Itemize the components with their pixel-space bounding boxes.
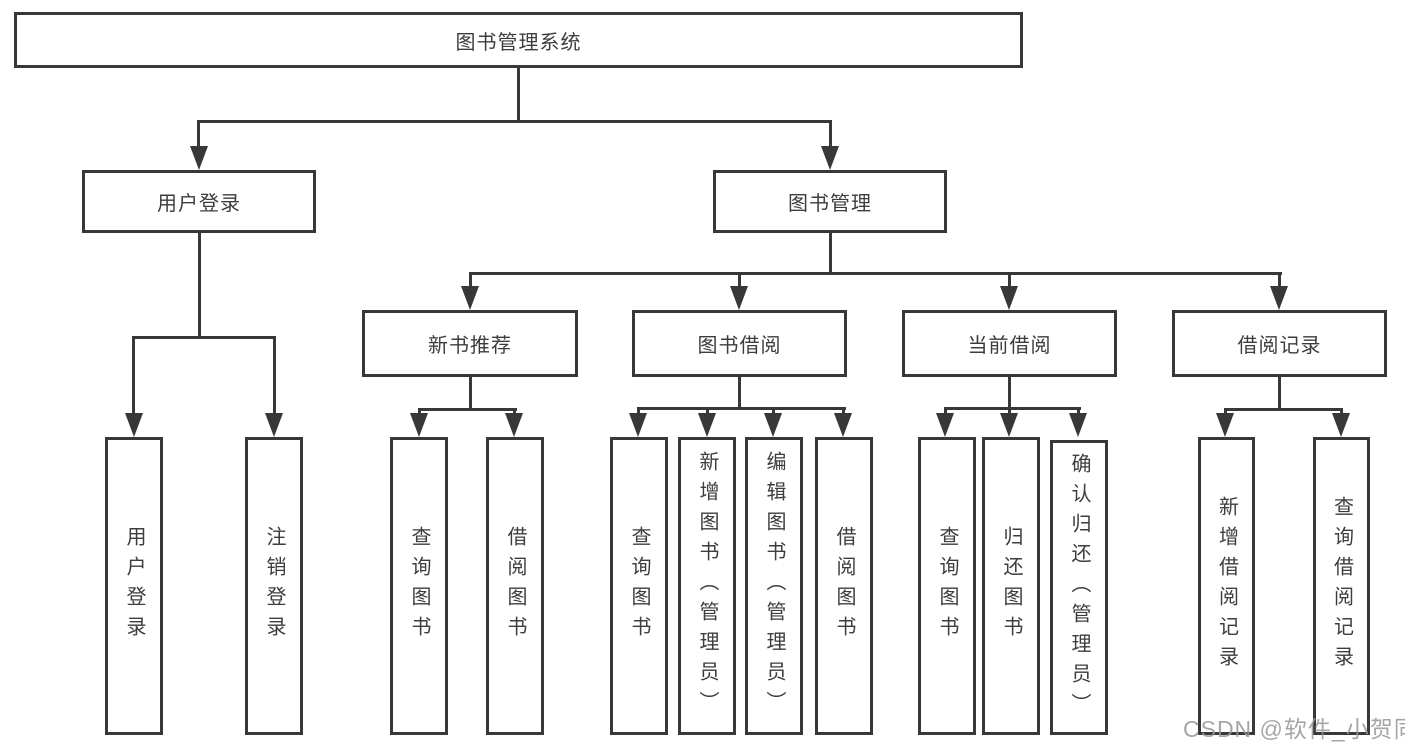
- arrowhead-down-icon: [125, 413, 143, 437]
- node-label: 借阅图书: [504, 526, 526, 646]
- node-label: 查询图书: [936, 526, 958, 646]
- connector-root-stem: [517, 68, 520, 123]
- node-user-login: 用户登录: [82, 170, 316, 233]
- leaf-logout: 注销登录: [245, 437, 303, 735]
- connector-drop-leaf: [772, 407, 775, 417]
- connector-drop-user-login: [197, 120, 200, 152]
- node-label: 注销登录: [263, 526, 285, 646]
- arrowhead-down-icon: [730, 286, 748, 310]
- connector-bookmgmt-stem: [829, 233, 832, 275]
- connector-bookborrow-stem: [738, 377, 741, 410]
- arrowhead-down-icon: [410, 413, 428, 437]
- arrowhead-down-icon: [505, 413, 523, 437]
- leaf-query-books-3: 查询图书: [918, 437, 976, 735]
- arrowhead-down-icon: [1000, 286, 1018, 310]
- node-label: 查询借阅记录: [1330, 496, 1353, 676]
- connector-currentborrow-branch: [944, 407, 1081, 410]
- arrowhead-down-icon: [1270, 286, 1288, 310]
- connector-currentborrow-stem: [1008, 377, 1011, 410]
- node-label: 用户登录: [157, 193, 241, 215]
- arrowhead-down-icon: [821, 146, 839, 170]
- node-label: 归还图书: [1000, 526, 1022, 646]
- arrowhead-down-icon: [936, 413, 954, 437]
- leaf-return-books: 归还图书: [982, 437, 1040, 735]
- node-label: 用户登录: [123, 526, 145, 646]
- connector-drop-leaf: [842, 407, 845, 417]
- leaf-user-login: 用户登录: [105, 437, 163, 735]
- node-root-system: 图书管理系统: [14, 12, 1023, 68]
- connector-drop-current-borrow: [1008, 272, 1011, 288]
- csdn-watermark: CSDN @软件_小贺同学: [1183, 716, 1405, 742]
- node-label: 图书管理: [788, 193, 872, 215]
- arrowhead-down-icon: [1000, 413, 1018, 437]
- node-borrowing-records: 借阅记录: [1172, 310, 1387, 377]
- arrowhead-down-icon: [698, 413, 716, 437]
- arrowhead-down-icon: [265, 413, 283, 437]
- leaf-add-borrow-record: 新增借阅记录: [1198, 437, 1255, 735]
- node-label: 新书推荐: [428, 335, 512, 357]
- connector-drop-new-book: [469, 272, 472, 288]
- connector-drop-leaf: [944, 407, 947, 417]
- node-label: 新增借阅记录: [1215, 496, 1238, 676]
- arrowhead-down-icon: [834, 413, 852, 437]
- node-label: 图书管理系统: [455, 31, 582, 54]
- connector-drop-leaf: [273, 336, 276, 416]
- connector-userlogin-branch: [132, 336, 276, 339]
- connector-drop-leaf: [513, 408, 516, 417]
- node-label: 查询图书: [408, 526, 430, 646]
- connector-drop-leaf: [1008, 407, 1011, 417]
- node-label: 确认归还（管理员）: [1068, 452, 1090, 723]
- connector-drop-leaf: [637, 407, 640, 417]
- leaf-edit-books-admin: 编辑图书（管理员）: [745, 437, 803, 735]
- connector-newbook-branch: [418, 408, 517, 411]
- connector-newbook-stem: [469, 377, 472, 411]
- node-label: 新增图书（管理员）: [696, 451, 718, 721]
- connector-borrowrecords-stem: [1278, 377, 1281, 411]
- leaf-query-borrow-record: 查询借阅记录: [1313, 437, 1370, 735]
- arrowhead-down-icon: [629, 413, 647, 437]
- node-label: 查询图书: [628, 526, 650, 646]
- node-label: 图书借阅: [697, 335, 782, 357]
- connector-root-branch: [197, 120, 832, 123]
- connector-drop-book-borrow: [738, 272, 741, 288]
- leaf-query-books-1: 查询图书: [390, 437, 448, 735]
- leaf-borrow-books-1: 借阅图书: [486, 437, 544, 735]
- arrowhead-down-icon: [1069, 413, 1087, 437]
- connector-bookmgmt-branch: [469, 272, 1282, 275]
- leaf-borrow-books-2: 借阅图书: [815, 437, 873, 735]
- connector-drop-leaf: [418, 408, 421, 417]
- connector-drop-leaf: [1340, 408, 1343, 417]
- arrowhead-down-icon: [764, 413, 782, 437]
- arrowhead-down-icon: [190, 146, 208, 170]
- arrowhead-down-icon: [1332, 413, 1350, 437]
- leaf-add-books-admin: 新增图书（管理员）: [678, 437, 736, 735]
- node-new-book-recommend: 新书推荐: [362, 310, 578, 377]
- node-book-management: 图书管理: [713, 170, 947, 233]
- node-book-borrowing: 图书借阅: [632, 310, 847, 377]
- connector-drop-leaf: [706, 407, 709, 417]
- arrowhead-down-icon: [461, 286, 479, 310]
- leaf-query-books-2: 查询图书: [610, 437, 668, 735]
- leaf-confirm-return-admin: 确认归还（管理员）: [1050, 440, 1108, 735]
- arrowhead-down-icon: [1216, 413, 1234, 437]
- connector-drop-book-mgmt: [829, 120, 832, 152]
- node-label: 编辑图书（管理员）: [763, 451, 785, 721]
- connector-userlogin-stem: [198, 233, 201, 339]
- connector-drop-leaf: [132, 336, 135, 416]
- connector-drop-leaf: [1077, 407, 1080, 417]
- node-label: 借阅记录: [1237, 335, 1322, 357]
- node-label: 当前借阅: [967, 335, 1052, 357]
- connector-drop-borrow-records: [1278, 272, 1281, 288]
- connector-drop-leaf: [1224, 408, 1227, 417]
- node-label: 借阅图书: [833, 526, 855, 646]
- node-current-borrowing: 当前借阅: [902, 310, 1117, 377]
- connector-bookborrow-branch: [637, 407, 846, 410]
- connector-borrowrecords-branch: [1224, 408, 1343, 411]
